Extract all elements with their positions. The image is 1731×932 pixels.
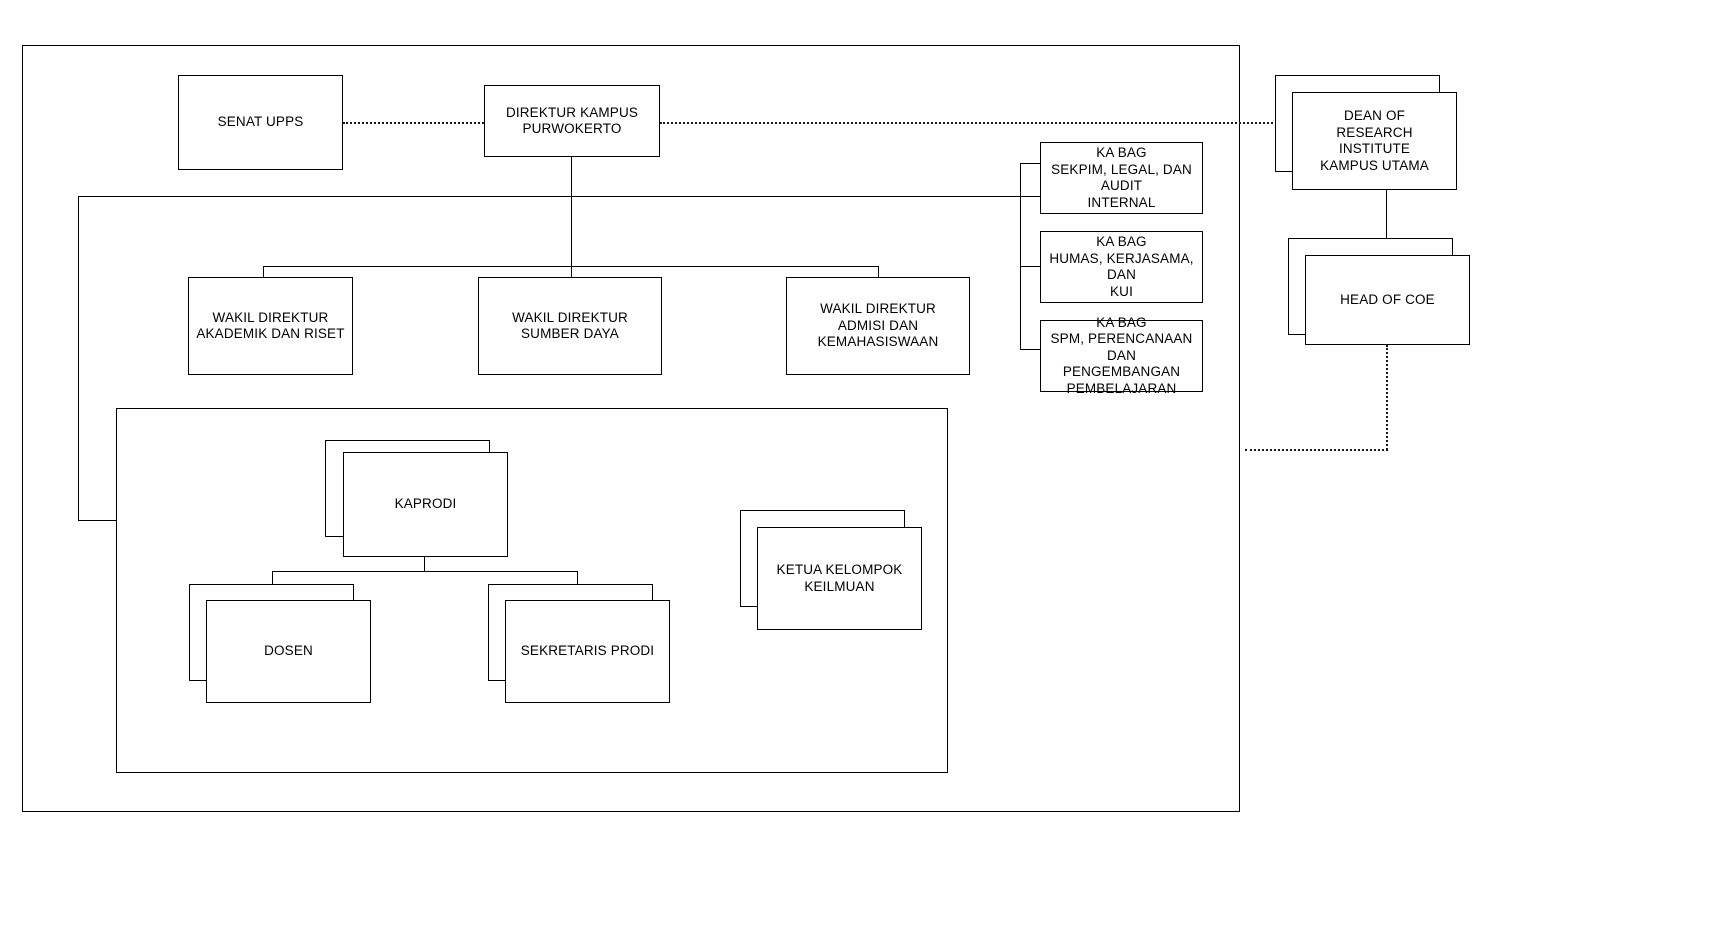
node-wakil-direktur-akademik-label: WAKIL DIREKTUR AKADEMIK DAN RISET xyxy=(196,309,345,342)
node-sekretaris-prodi-label: SEKRETARIS PRODI xyxy=(520,643,655,659)
node-dean-research-institute[interactable]: DEAN OF RESEARCH INSTITUTE KAMPUS UTAMA xyxy=(1292,92,1457,190)
node-wakil-direktur-sumber-daya[interactable]: WAKIL DIREKTUR SUMBER DAYA xyxy=(478,277,662,375)
node-dosen-label: DOSEN xyxy=(264,643,313,659)
node-wakil-direktur-sumber-daya-label: WAKIL DIREKTUR SUMBER DAYA xyxy=(512,309,628,342)
dotted-coe-to-campus xyxy=(1245,449,1388,451)
connector-wakil-akademik-drop xyxy=(263,266,264,278)
node-wakil-direktur-admisi[interactable]: WAKIL DIREKTUR ADMISI DAN KEMAHASISWAAN xyxy=(786,277,970,375)
node-ka-bag-spm-label: KA BAG SPM, PERENCANAAN DAN PENGEMBANGAN… xyxy=(1050,314,1193,396)
connector-direktur-trunk xyxy=(571,157,572,277)
node-head-of-coe-label: HEAD OF COE xyxy=(1340,291,1435,307)
dotted-senat-to-direktur xyxy=(343,122,484,124)
connector-direktur-bus-left-foot xyxy=(78,520,116,521)
connector-kaprodi-bus xyxy=(272,571,577,572)
node-ketua-kelompok-keilmuan[interactable]: KETUA KELOMPOK KEILMUAN xyxy=(757,527,922,630)
connector-wakil-admisi-drop xyxy=(878,266,879,278)
node-sekretaris-prodi[interactable]: SEKRETARIS PRODI xyxy=(505,600,670,703)
connector-kabag-spine xyxy=(1020,163,1021,349)
node-ketua-kelompok-keilmuan-label: KETUA KELOMPOK KEILMUAN xyxy=(776,562,903,594)
connector-kaprodi-trunk xyxy=(424,557,425,572)
node-ka-bag-sekpim-label: KA BAG SEKPIM, LEGAL, DAN AUDIT INTERNAL xyxy=(1051,145,1192,210)
node-dosen[interactable]: DOSEN xyxy=(206,600,371,703)
node-ka-bag-spm[interactable]: KA BAG SPM, PERENCANAAN DAN PENGEMBANGAN… xyxy=(1040,315,1203,396)
node-ka-bag-humas-label: KA BAG HUMAS, KERJASAMA, DAN KUI xyxy=(1049,234,1194,299)
node-ka-bag-humas[interactable]: KA BAG HUMAS, KERJASAMA, DAN KUI xyxy=(1040,231,1203,303)
node-kaprodi[interactable]: KAPRODI xyxy=(343,452,508,557)
dotted-coe-riser xyxy=(1386,345,1388,450)
campus-boundary-frame xyxy=(22,45,1240,812)
connector-dean-to-coe xyxy=(1386,190,1387,256)
node-head-of-coe[interactable]: HEAD OF COE xyxy=(1305,255,1470,345)
node-kaprodi-label: KAPRODI xyxy=(394,496,457,512)
node-ka-bag-sekpim[interactable]: KA BAG SEKPIM, LEGAL, DAN AUDIT INTERNAL xyxy=(1040,142,1203,214)
connector-direktur-bus-left-riser xyxy=(78,196,79,520)
node-senat-upps[interactable]: SENAT UPPS xyxy=(178,75,343,170)
connector-kabag-humas-stub xyxy=(1020,266,1041,267)
prodi-group-frame xyxy=(116,408,948,773)
dotted-direktur-to-dean xyxy=(660,122,1292,124)
connector-direktur-bus-horizontal xyxy=(78,196,1040,197)
connector-kabag-spm-stub xyxy=(1020,349,1041,350)
node-dean-research-institute-label: DEAN OF RESEARCH INSTITUTE KAMPUS UTAMA xyxy=(1320,108,1429,173)
node-wakil-direktur-akademik[interactable]: WAKIL DIREKTUR AKADEMIK DAN RISET xyxy=(188,277,353,375)
connector-sekretaris-drop xyxy=(577,571,578,585)
node-senat-upps-label: SENAT UPPS xyxy=(217,114,304,130)
node-wakil-direktur-admisi-label: WAKIL DIREKTUR ADMISI DAN KEMAHASISWAAN xyxy=(817,301,939,350)
node-direktur-kampus[interactable]: DIREKTUR KAMPUS PURWOKERTO xyxy=(484,85,660,157)
connector-dosen-drop xyxy=(272,571,273,585)
node-direktur-kampus-label: DIREKTUR KAMPUS PURWOKERTO xyxy=(505,104,639,137)
connector-wakil-sumberdaya-drop xyxy=(571,266,572,278)
connector-kabag-sekpim-stub xyxy=(1020,163,1041,164)
